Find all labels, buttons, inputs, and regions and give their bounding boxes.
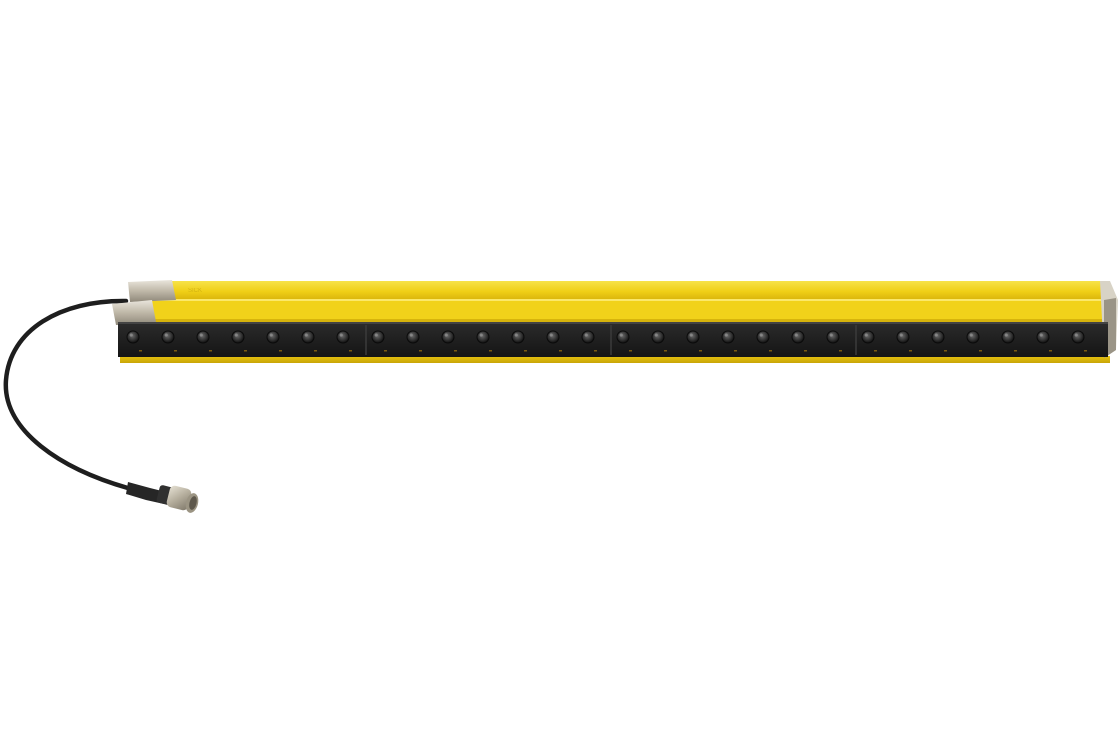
lens — [826, 330, 840, 344]
beam-marker — [174, 350, 177, 352]
lens — [966, 330, 980, 344]
lens-highlight — [549, 333, 553, 337]
lens-highlight — [444, 333, 448, 337]
m12-connector-icon — [126, 482, 199, 513]
lens-highlight — [234, 333, 238, 337]
beam-marker — [979, 350, 982, 352]
housing-brand-text: SICK — [188, 288, 202, 294]
beam-marker — [1084, 350, 1087, 352]
lens-highlight — [304, 333, 308, 337]
lens-highlight — [514, 333, 518, 337]
lens — [791, 330, 805, 344]
lens — [616, 330, 630, 344]
lens-highlight — [934, 333, 938, 337]
lens-highlight — [1004, 333, 1008, 337]
beam-marker — [559, 350, 562, 352]
cable — [3, 298, 138, 493]
end-cap-left — [112, 300, 156, 325]
lens-highlight — [654, 333, 658, 337]
lens — [441, 330, 455, 344]
end-cap-top — [128, 280, 176, 302]
lens — [756, 330, 770, 344]
lens — [721, 330, 735, 344]
beam-marker — [594, 350, 597, 352]
lens-highlight — [829, 333, 833, 337]
lens — [651, 330, 665, 344]
lens-highlight — [794, 333, 798, 337]
lens — [231, 330, 245, 344]
lens-highlight — [409, 333, 413, 337]
beam-marker — [734, 350, 737, 352]
lens-highlight — [689, 333, 693, 337]
lens-highlight — [374, 333, 378, 337]
lens — [301, 330, 315, 344]
beam-marker — [944, 350, 947, 352]
lens-highlight — [269, 333, 273, 337]
lens-highlight — [129, 333, 133, 337]
lens — [476, 330, 490, 344]
lens — [406, 330, 420, 344]
lens-highlight — [584, 333, 588, 337]
beam-marker — [244, 350, 247, 352]
beam-marker — [489, 350, 492, 352]
beam-marker — [139, 350, 142, 352]
housing-lower-lip — [120, 356, 1110, 363]
lens — [896, 330, 910, 344]
beam-marker — [664, 350, 667, 352]
beam-marker — [209, 350, 212, 352]
lens-panel — [118, 322, 1108, 357]
lens — [161, 330, 175, 344]
beam-marker — [524, 350, 527, 352]
beam-marker — [1014, 350, 1017, 352]
lens-array — [126, 330, 1087, 352]
beam-marker — [419, 350, 422, 352]
lens-highlight — [164, 333, 168, 337]
lens — [511, 330, 525, 344]
lens-highlight — [619, 333, 623, 337]
lens-highlight — [479, 333, 483, 337]
housing-top-face — [160, 281, 1112, 300]
lens-highlight — [339, 333, 343, 337]
housing-front-face — [150, 299, 1112, 322]
beam-marker — [909, 350, 912, 352]
lens — [686, 330, 700, 344]
beam-marker — [314, 350, 317, 352]
lens-highlight — [199, 333, 203, 337]
lens-highlight — [899, 333, 903, 337]
lens-highlight — [724, 333, 728, 337]
beam-marker — [279, 350, 282, 352]
beam-marker — [769, 350, 772, 352]
lens-highlight — [1039, 333, 1043, 337]
lens — [371, 330, 385, 344]
lens-group-dividers — [365, 325, 857, 355]
beam-marker — [349, 350, 352, 352]
lens — [266, 330, 280, 344]
lens-highlight — [864, 333, 868, 337]
lens — [1071, 330, 1085, 344]
lens — [126, 330, 140, 344]
beam-marker — [804, 350, 807, 352]
lens — [861, 330, 875, 344]
beam-marker — [874, 350, 877, 352]
lens — [336, 330, 350, 344]
lens — [196, 330, 210, 344]
lens-highlight — [969, 333, 973, 337]
beam-marker — [629, 350, 632, 352]
beam-marker — [699, 350, 702, 352]
lens — [931, 330, 945, 344]
lens — [546, 330, 560, 344]
lens-highlight — [1074, 333, 1078, 337]
beam-marker — [1049, 350, 1052, 352]
lens — [1001, 330, 1015, 344]
beam-marker — [384, 350, 387, 352]
lens — [581, 330, 595, 344]
lens — [1036, 330, 1050, 344]
beam-marker — [454, 350, 457, 352]
lens-highlight — [759, 333, 763, 337]
beam-marker — [839, 350, 842, 352]
